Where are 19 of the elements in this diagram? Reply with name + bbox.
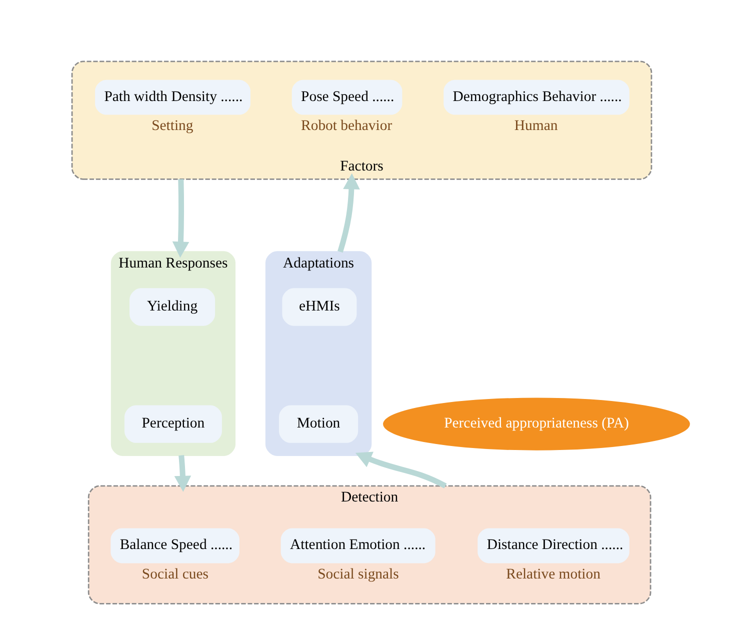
node-label: Robot behavior [301, 118, 392, 134]
node-box: Demographics Behavior ...... [444, 80, 630, 115]
node-box: Distance Direction ...... [478, 528, 630, 564]
node-box: Yielding [130, 288, 216, 326]
node-box: Path width Density ...... [95, 80, 250, 115]
node-box: Balance Speed ...... [110, 528, 240, 564]
arrow [355, 452, 447, 488]
arrow [172, 179, 190, 258]
node-label: Social cues [142, 566, 208, 583]
node-box: Perception [124, 405, 222, 443]
node-ellipse: Perceived appropriateness (PA) [383, 398, 690, 450]
arrow [174, 455, 192, 492]
node-label: Social signals [318, 566, 399, 583]
node-box: Pose Speed ...... [292, 80, 402, 115]
arrow [338, 173, 360, 253]
node-label: Human [514, 118, 558, 134]
node-label: Relative motion [506, 566, 600, 583]
node-label: Setting [152, 118, 194, 134]
node-box: Attention Emotion ...... [280, 528, 436, 564]
